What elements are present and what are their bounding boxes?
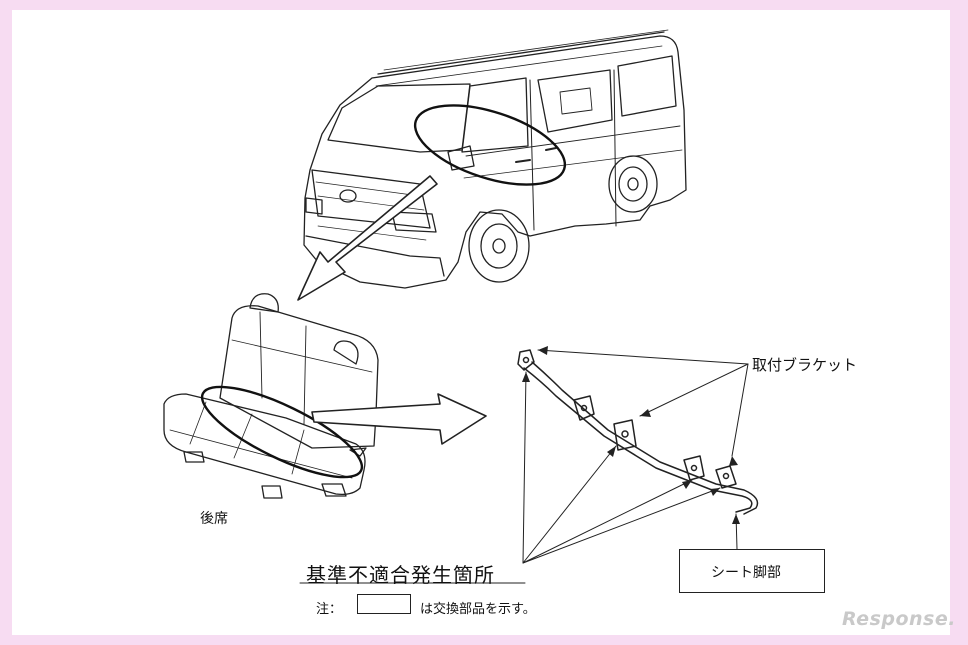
seat-drawing	[163, 293, 379, 499]
arrow-icon	[311, 393, 487, 445]
van-highlight-ellipse	[413, 104, 567, 186]
replacement-part-legend-box	[357, 594, 411, 614]
diagram-canvas	[12, 10, 950, 635]
bracket-label: 取付ブラケット	[752, 356, 858, 374]
seat-leg-box	[679, 549, 825, 593]
bracket-drawing	[517, 349, 759, 515]
leader-lines	[299, 349, 749, 584]
arrow-icon	[297, 175, 438, 301]
response-watermark: Response.	[842, 608, 956, 630]
note-prefix: 注：	[316, 602, 343, 617]
leader-arrowheads	[522, 346, 740, 524]
rear-seat-label: 後席	[200, 511, 228, 527]
van-drawing	[303, 29, 687, 289]
nonconformity-label: 基準不適合発生箇所	[306, 563, 495, 587]
note-text: は交換部品を示す。	[420, 602, 536, 617]
seat-highlight-ellipse	[200, 385, 364, 479]
seat-leg-label: シート脚部	[711, 565, 781, 581]
